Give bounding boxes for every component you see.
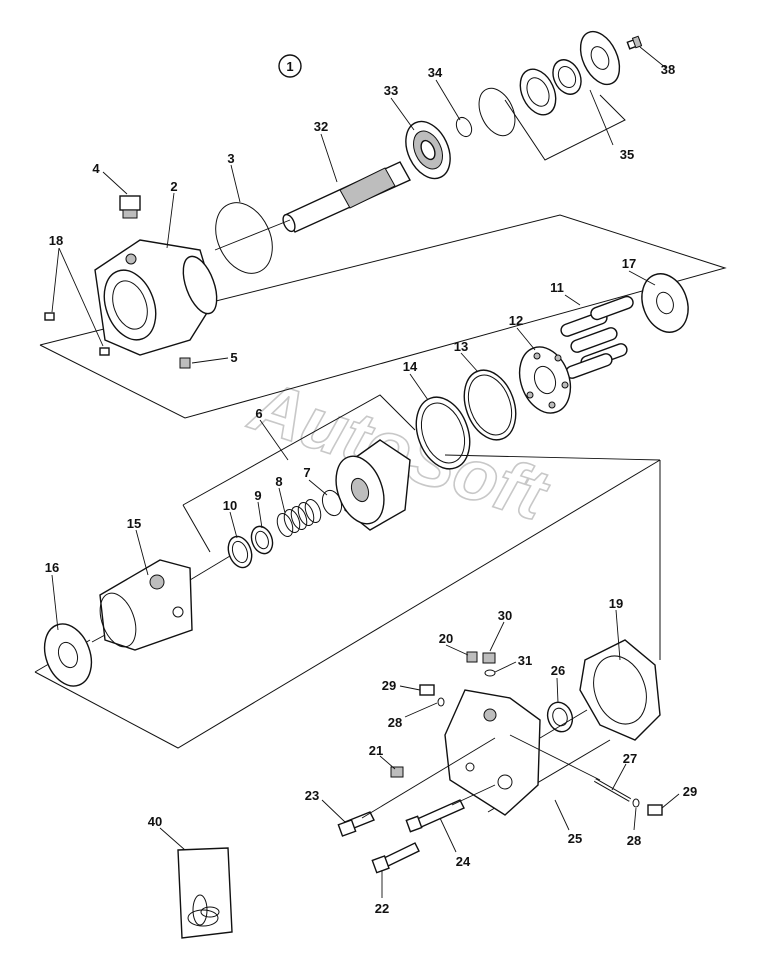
callout-12: 12 (509, 313, 523, 328)
part-8-spring (276, 498, 322, 538)
callout-leaders (51, 46, 680, 898)
callout-30: 30 (498, 608, 512, 623)
figure-number: 1 (286, 59, 293, 74)
part-19-gasket (579, 639, 661, 741)
callout-38: 38 (661, 62, 675, 77)
callout-7: 7 (303, 465, 310, 480)
part-7-ring (321, 489, 343, 517)
callout-21: 21 (369, 743, 383, 758)
part-35-seal-set (519, 30, 621, 116)
callout-29b: 29 (683, 784, 697, 799)
part-13-ring (463, 369, 517, 441)
callout-20: 20 (439, 631, 453, 646)
callout-28b: 28 (627, 833, 641, 848)
callout-11: 11 (550, 280, 564, 295)
part-6-cylinder-block (335, 439, 411, 531)
part-20-30-31-plugs (466, 651, 496, 677)
callout-14: 14 (403, 359, 418, 374)
callout-35: 35 (620, 147, 634, 162)
part-25-end-cover (444, 689, 541, 816)
callout-labels: 2 3 4 5 6 7 8 9 10 11 12 13 14 15 16 17 … (45, 62, 697, 916)
part-28-29-fittings (419, 684, 663, 816)
callout-40: 40 (148, 814, 162, 829)
part-4-plug (119, 195, 141, 219)
callout-17: 17 (622, 256, 636, 271)
callout-26: 26 (551, 663, 565, 678)
callout-3: 3 (227, 151, 234, 166)
callout-8: 8 (275, 474, 282, 489)
callout-6: 6 (255, 406, 262, 421)
part-40-seal-kit-bag (177, 847, 233, 939)
part-34-o-ring (455, 87, 516, 138)
part-22-23-24-bolts (337, 799, 465, 874)
part-17-plate (641, 273, 689, 333)
callout-16: 16 (45, 560, 59, 575)
callout-10: 10 (223, 498, 237, 513)
part-14-valve-plate (415, 396, 471, 470)
callout-24: 24 (456, 854, 471, 869)
part-5-plug (179, 357, 191, 369)
callout-33: 33 (384, 83, 398, 98)
part-21-plug (390, 766, 404, 778)
callout-34: 34 (428, 65, 443, 80)
callout-19: 19 (609, 596, 623, 611)
part-33-bearing (405, 120, 451, 180)
callout-9: 9 (254, 488, 261, 503)
part-26-sleeve (546, 701, 574, 733)
part-3-gasket (215, 202, 273, 274)
callout-22: 22 (375, 901, 389, 916)
callout-32: 32 (314, 119, 328, 134)
part-12-retainer-plate (518, 346, 572, 414)
part-2-housing (94, 239, 218, 356)
callout-5: 5 (230, 350, 237, 365)
part-32-shaft (282, 161, 411, 233)
callout-27: 27 (623, 751, 637, 766)
callout-23: 23 (305, 788, 319, 803)
callout-28a: 28 (388, 715, 402, 730)
callout-4: 4 (92, 161, 100, 176)
part-16-plate (43, 623, 93, 687)
figure-number-badge: 1 (278, 54, 302, 78)
part-9-10-rings (227, 525, 274, 569)
callout-2: 2 (170, 179, 177, 194)
group-outlines (34, 94, 727, 813)
callout-13: 13 (454, 339, 468, 354)
callout-29a: 29 (382, 678, 396, 693)
callout-18: 18 (49, 233, 63, 248)
part-11-pistons (560, 295, 634, 379)
alignment-lines (91, 219, 661, 819)
callout-25: 25 (568, 831, 582, 846)
part-38-screw (626, 35, 643, 50)
callout-31: 31 (518, 653, 532, 668)
part-18-pins (44, 312, 110, 356)
callout-15: 15 (127, 516, 141, 531)
part-15-sleeve (99, 559, 193, 651)
